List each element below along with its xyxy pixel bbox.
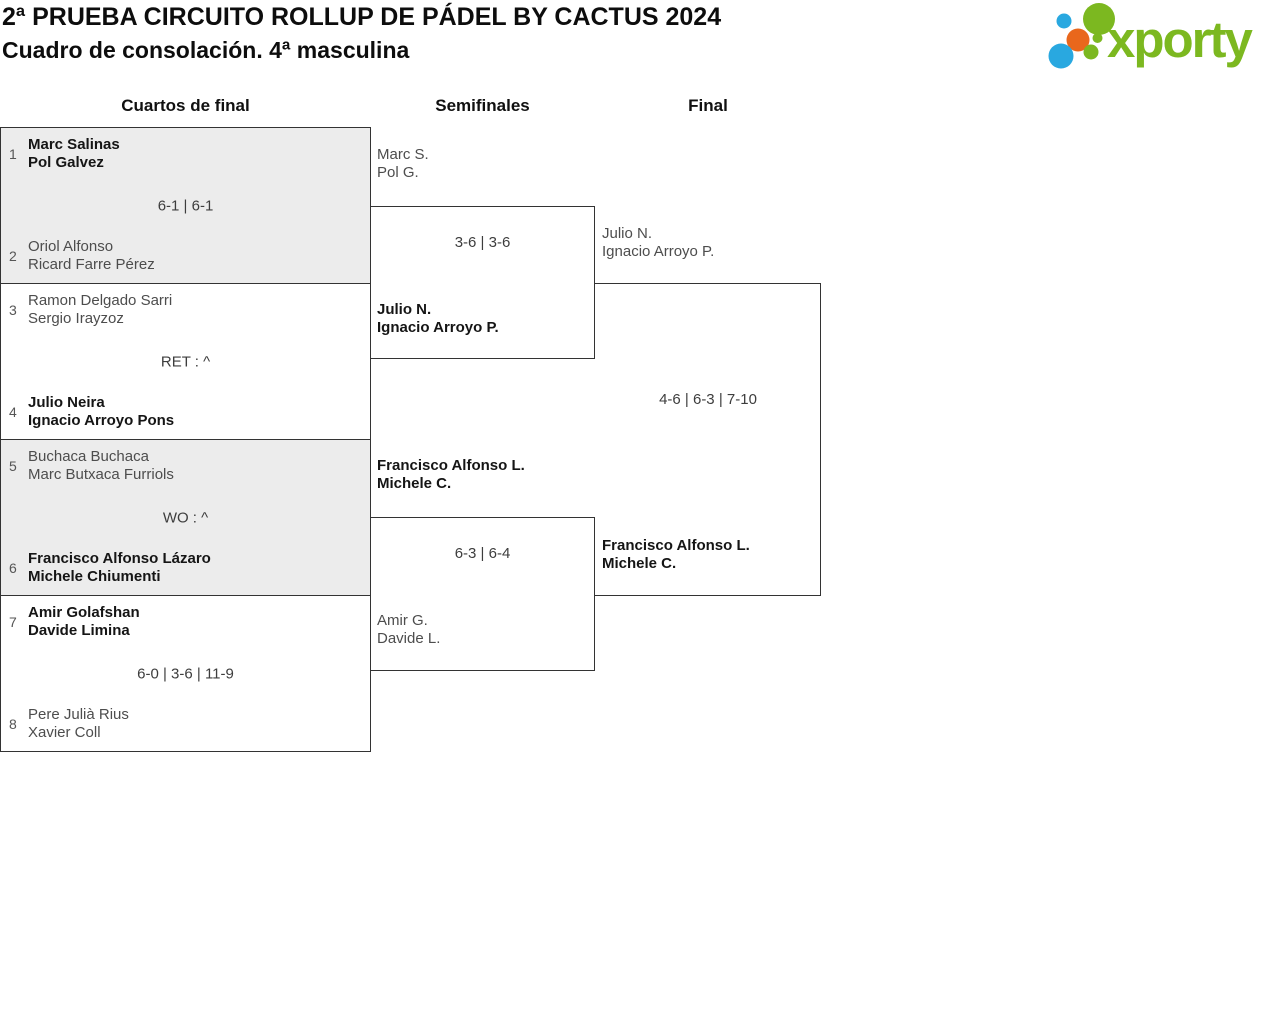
page-subtitle: Cuadro de consolación. 4ª masculina [2, 37, 410, 63]
seed-number: 2 [9, 248, 17, 264]
match-score: 6-1 | 6-1 [157, 197, 214, 214]
player-name: Julio N. [377, 301, 432, 318]
seed-number: 7 [9, 614, 17, 630]
logo-dot-orange [1066, 28, 1090, 52]
final-team-top: Julio N. Ignacio Arroyo P. [602, 225, 817, 261]
logo-dot-green-small [1083, 44, 1099, 60]
xporty-logo[interactable]: xporty [1045, 0, 1277, 72]
match-quarterfinal-2: 3 Ramon Delgado Sarri Sergio Irayzoz RET… [0, 283, 371, 440]
round-header-semifinales: Semifinales [435, 96, 530, 115]
team-pair: Oriol Alfonso Ricard Farre Pérez [28, 238, 362, 274]
logo-dot-green-tiny [1092, 33, 1103, 43]
player-name: Pol G. [377, 164, 419, 181]
final-score: 4-6 | 6-3 | 7-10 [659, 391, 757, 408]
team-pair: Marc Salinas Pol Galvez [28, 136, 362, 172]
player-name: Michele C. [602, 555, 677, 572]
logo-dot-blue-large [1048, 43, 1074, 69]
match-semifinal-2-box [370, 517, 595, 671]
match-score: WO : ^ [162, 509, 209, 526]
player-name: Francisco Alfonso L. [602, 537, 750, 554]
seed-number: 4 [9, 404, 17, 420]
player-name: Oriol Alfonso [28, 238, 114, 255]
player-name: Sergio Irayzoz [28, 310, 124, 327]
player-name: Pere Julià Rius [28, 706, 129, 723]
player-name: Ignacio Arroyo P. [602, 243, 715, 260]
logo-wordmark: xporty [1107, 11, 1254, 68]
player-name: Julio N. [602, 225, 653, 242]
player-name: Marc Salinas [28, 136, 120, 153]
player-name: Marc S. [377, 146, 429, 163]
sf2-team-bottom: Amir G. Davide L. [377, 612, 592, 648]
player-name: Davide Limina [28, 622, 130, 639]
sf1-score: 3-6 | 3-6 [454, 234, 511, 251]
match-quarterfinal-4: 7 Amir Golafshan Davide Limina 6-0 | 3-6… [0, 595, 371, 752]
team-pair: Francisco Alfonso Lázaro Michele Chiumen… [28, 550, 362, 586]
team-pair: Julio Neira Ignacio Arroyo Pons [28, 394, 362, 430]
team-pair: Buchaca Buchaca Marc Butxaca Furriols [28, 448, 362, 484]
sf2-team-top: Francisco Alfonso L. Michele C. [377, 457, 592, 493]
player-name: Julio Neira [28, 394, 105, 411]
player-name: Michele Chiumenti [28, 568, 161, 585]
player-name: Francisco Alfonso Lázaro [28, 550, 211, 567]
sf2-score: 6-3 | 6-4 [454, 545, 511, 562]
player-name: Xavier Coll [28, 724, 101, 741]
team-pair: Amir Golafshan Davide Limina [28, 604, 362, 640]
team-pair: Ramon Delgado Sarri Sergio Irayzoz [28, 292, 362, 328]
team-pair: Pere Julià Rius Xavier Coll [28, 706, 362, 742]
page-title: 2ª PRUEBA CIRCUITO ROLLUP DE PÁDEL BY CA… [2, 3, 722, 31]
player-name: Ignacio Arroyo Pons [28, 412, 175, 429]
player-name: Ramon Delgado Sarri [28, 292, 173, 309]
seed-number: 3 [9, 302, 17, 318]
player-name: Ignacio Arroyo P. [377, 319, 499, 336]
logo-dot-green-large [1083, 3, 1115, 35]
match-quarterfinal-1: 1 Marc Salinas Pol Galvez 6-1 | 6-1 2 Or… [0, 127, 371, 284]
seed-number: 5 [9, 458, 17, 474]
player-name: Francisco Alfonso L. [377, 457, 525, 474]
player-name: Amir Golafshan [28, 604, 140, 621]
match-semifinal-1-box [370, 206, 595, 359]
seed-number: 8 [9, 716, 17, 732]
match-score: RET : ^ [160, 353, 211, 370]
player-name: Davide L. [377, 630, 441, 647]
player-name: Michele C. [377, 475, 452, 492]
match-score: 6-0 | 3-6 | 11-9 [137, 665, 234, 682]
player-name: Marc Butxaca Furriols [28, 466, 174, 483]
logo-dot-blue-small [1056, 13, 1072, 29]
round-header-cuartos: Cuartos de final [121, 96, 250, 115]
sf1-team-bottom: Julio N. Ignacio Arroyo P. [377, 301, 592, 337]
match-final-box [595, 283, 821, 596]
player-name: Buchaca Buchaca [28, 448, 149, 465]
seed-number: 6 [9, 560, 17, 576]
match-quarterfinal-3: 5 Buchaca Buchaca Marc Butxaca Furriols … [0, 439, 371, 596]
player-name: Amir G. [377, 612, 428, 629]
sf1-team-top: Marc S. Pol G. [377, 146, 592, 182]
player-name: Pol Galvez [28, 154, 104, 171]
xporty-logo-graphic: xporty [1048, 3, 1256, 69]
player-name: Ricard Farre Pérez [28, 256, 155, 273]
final-team-bottom: Francisco Alfonso L. Michele C. [602, 537, 817, 573]
seed-number: 1 [9, 146, 17, 162]
round-header-final: Final [688, 96, 728, 115]
